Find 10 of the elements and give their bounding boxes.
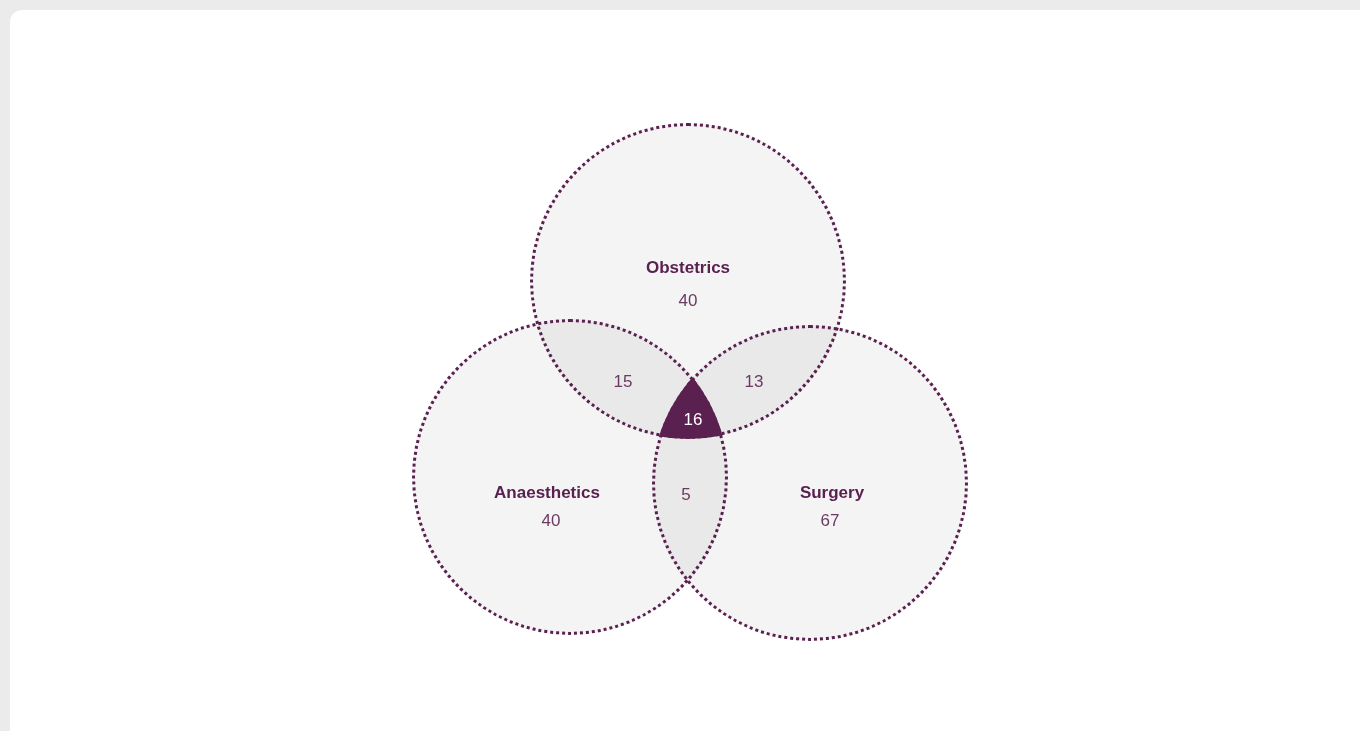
set-count: 67 [820,510,840,533]
set-name: Surgery [799,482,865,505]
intersection-count: 16 [683,409,703,432]
intersection-count: 13 [744,371,764,394]
set-count: 40 [678,290,698,313]
set-count: 40 [541,510,561,533]
intersection-count: 15 [613,371,633,394]
set-name: Anaesthetics [494,482,600,505]
intersection-count: 5 [681,484,691,507]
set-name: Obstetrics [645,257,731,280]
